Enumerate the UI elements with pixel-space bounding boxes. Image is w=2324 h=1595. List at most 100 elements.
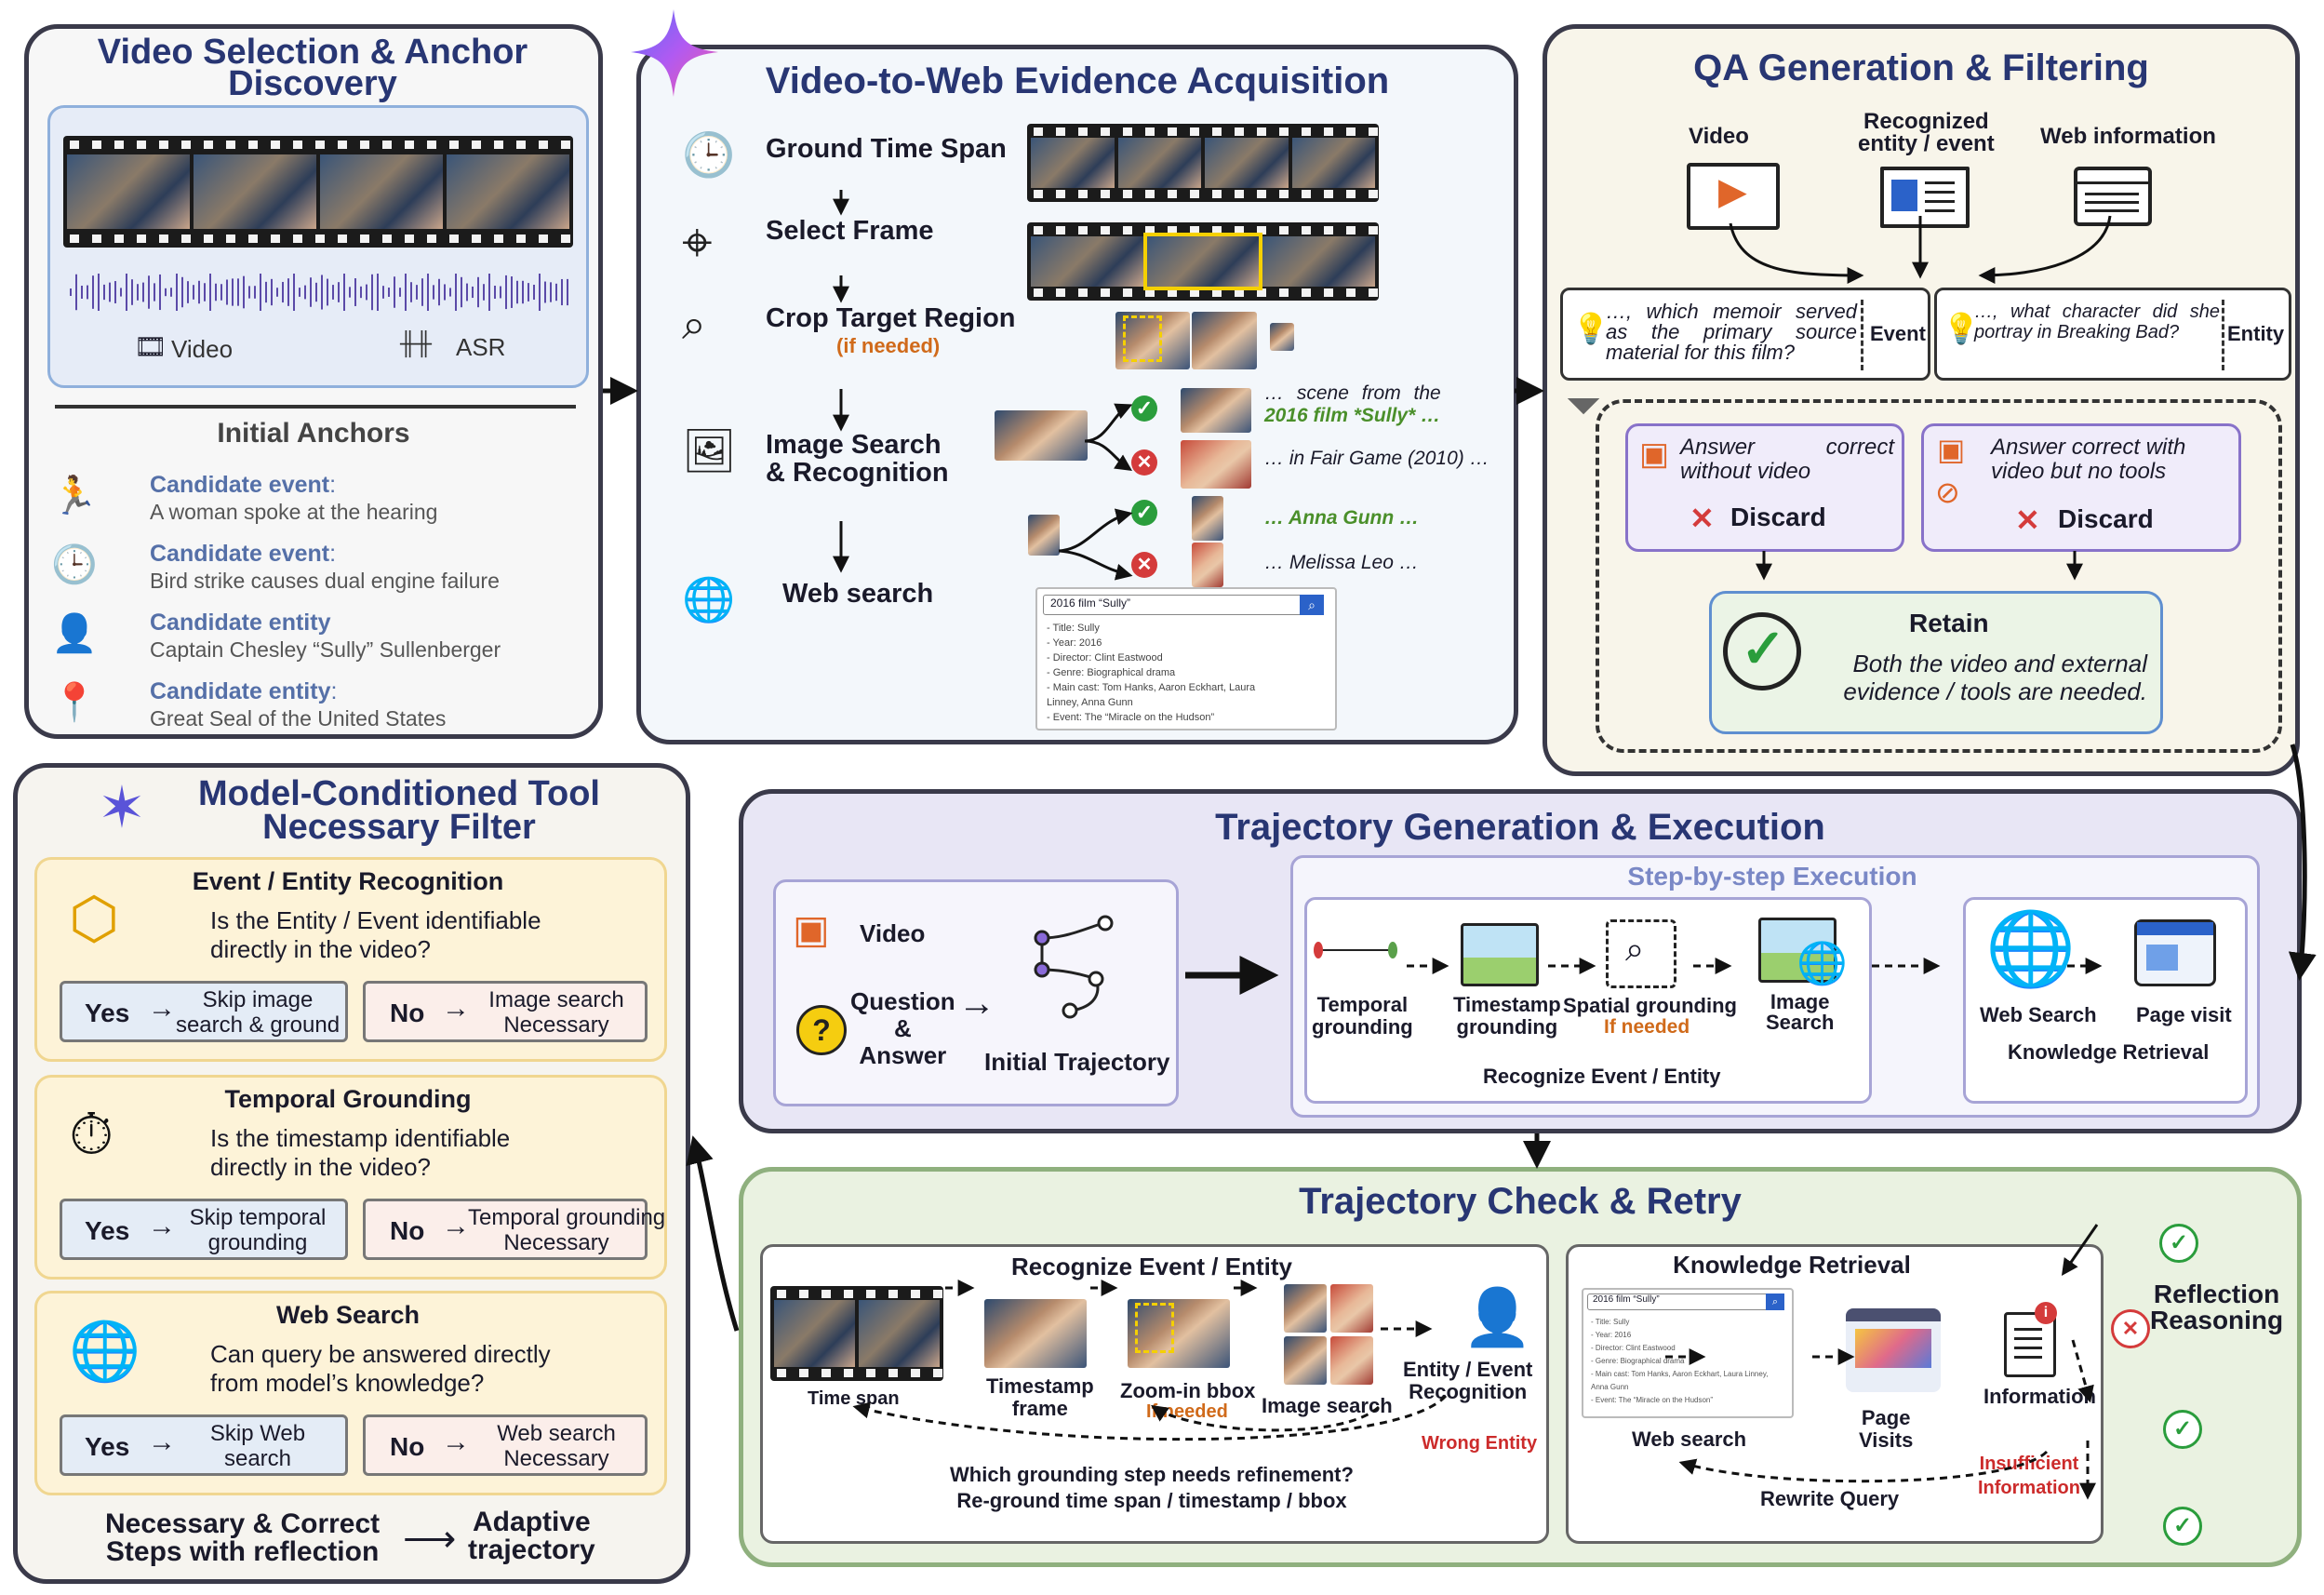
web-search-label: Web search bbox=[1632, 1427, 1747, 1451]
question-card-entity: 💡 …, what character did she portray in B… bbox=[1934, 288, 2291, 381]
page-visit-icon bbox=[1846, 1308, 1941, 1392]
question-entity-text: …, what character did she portray in Bre… bbox=[1974, 302, 2220, 342]
video-selection-title: Video Selection & Anchor Discovery bbox=[97, 33, 528, 103]
check-circle-icon: ✓ bbox=[1723, 612, 1801, 690]
image-search-label: Image search bbox=[1262, 1394, 1393, 1417]
reground-label: Re-ground time span / timestamp / bbox bbox=[956, 1489, 1347, 1512]
step-label: Ground Time Span bbox=[766, 134, 1007, 164]
step-image-search-label: Image Search bbox=[1766, 990, 1835, 1034]
clock-icon: 🕒 bbox=[51, 544, 98, 585]
source-web-label: Web information bbox=[2040, 124, 2216, 149]
image-search-icon: 🖼 bbox=[682, 426, 737, 475]
arrow-right: → bbox=[148, 1427, 176, 1457]
trajectory-generation-title: Trajectory Generation & Execution bbox=[1215, 807, 1825, 848]
time-span-label: Time span bbox=[808, 1388, 900, 1409]
lightbulb-icon: 💡 bbox=[1943, 312, 1980, 345]
cross-icon: ✕ bbox=[2015, 503, 2040, 537]
video-player-icon: ▶ bbox=[1687, 163, 1780, 230]
page-visit-icon bbox=[2134, 919, 2216, 986]
location-pin-icon: 📍 bbox=[51, 682, 98, 723]
time-span-filmstrip bbox=[1027, 124, 1379, 202]
search-query-text: 2016 film “Sully” bbox=[1593, 1294, 1660, 1305]
image-search-grid-1 bbox=[1284, 1284, 1327, 1333]
divider bbox=[55, 405, 576, 409]
check-icon-3: ✓ bbox=[2163, 1507, 2202, 1546]
recognize-label: Recognize Event / Entity bbox=[1483, 1065, 1721, 1088]
cross-icon: ✕ bbox=[2111, 1309, 2150, 1348]
asr-label: ASR bbox=[456, 333, 506, 361]
step-label: Web search bbox=[782, 579, 934, 609]
search-result-line: - Main cast: Tom Hanks, Aaron Eckhart, L… bbox=[1591, 1370, 1769, 1378]
search-result-line: - Director: Clint Eastwood bbox=[1047, 652, 1163, 663]
search-result-line: - Main cast: Tom Hanks, Aaron Eckhart, L… bbox=[1047, 682, 1256, 693]
arrow-right: → bbox=[148, 1211, 176, 1241]
result-sully-film: 2016 film *Sully* … bbox=[1264, 405, 1441, 426]
arrow-right: → bbox=[442, 993, 470, 1024]
anchor-text: Captain Chesley “Sully” Sullenberger bbox=[150, 637, 501, 662]
step-label: Image Search & Recognition bbox=[766, 430, 949, 488]
knowledge-retry-box: Knowledge Retrieval 2016 film “Sully” ⌕ … bbox=[1566, 1244, 2104, 1544]
check-icon-1: ✓ bbox=[2159, 1224, 2198, 1263]
discard-card-no-tools: ▣ ⊘ Answer correct with video but no too… bbox=[1921, 423, 2241, 552]
question-card-event: 💡 …, which memoir served as the primary … bbox=[1560, 288, 1930, 381]
filter-dashed-area bbox=[1596, 399, 2282, 753]
retain-title: Retain bbox=[1909, 609, 1989, 637]
yes-option: Yes→Skip Web search bbox=[60, 1414, 348, 1476]
web-search-result-card: 2016 film “Sully” ⌕ - Title: Sully- Year… bbox=[1582, 1288, 1794, 1418]
document-image-icon bbox=[1880, 167, 1970, 228]
no-option: No→Image search Necessary bbox=[363, 981, 648, 1042]
no-action: Web search Necessary bbox=[497, 1421, 616, 1471]
discard-no-tools-text: Answer correct with video but no tools bbox=[1991, 435, 2186, 484]
anchor-colon: : bbox=[329, 472, 337, 498]
globe-icon: 🌐 bbox=[682, 575, 736, 623]
video-player-icon: ▣ bbox=[1937, 433, 1966, 466]
tool-filter-title: Model-Conditioned Tool Necessary Filter bbox=[198, 774, 600, 847]
footer-arrow: ⟶ bbox=[403, 1519, 457, 1560]
zoom-if-needed: If needed bbox=[1146, 1401, 1228, 1422]
trajectory-check-title: Trajectory Check & Retry bbox=[1299, 1181, 1742, 1222]
clock-icon: 🕒 bbox=[682, 130, 736, 179]
anchor-text: A woman spoke at the hearing bbox=[150, 500, 438, 524]
image-search-icon: 🌐 bbox=[1758, 918, 1848, 986]
scan-focus-icon: ⌕ bbox=[1606, 919, 1676, 988]
question-event-text: …, which memoir served as the primary so… bbox=[1606, 300, 1857, 364]
step-execution-title: Step-by-step Execution bbox=[1627, 862, 1917, 891]
crop-focus-icon: ⌕ bbox=[682, 300, 706, 348]
arrow-right: → bbox=[148, 993, 176, 1024]
no-label: No bbox=[390, 999, 425, 1027]
video-label: Video bbox=[171, 335, 234, 363]
evidence-acquisition-panel: Video-to-Web Evidence Acquisition 🕒Groun… bbox=[636, 45, 1518, 744]
video-icon: 🎞 bbox=[134, 332, 167, 361]
zoom-bbox-outline bbox=[1135, 1303, 1174, 1353]
person-icon: 👤 bbox=[51, 613, 98, 654]
crop-result-thumb bbox=[1270, 323, 1294, 351]
web-search-label: Web Search bbox=[1980, 1003, 2097, 1026]
spatial-if-needed: If needed bbox=[1604, 1016, 1690, 1038]
image-picture-icon bbox=[1461, 923, 1539, 986]
information-doc-icon: i bbox=[2004, 1302, 2057, 1377]
running-person-icon: 🏃 bbox=[51, 476, 98, 516]
recognize-retry-title: Recognize Event / Entity bbox=[1011, 1253, 1292, 1280]
query-frame-thumb bbox=[995, 410, 1088, 461]
trajectory-check-panel: Trajectory Check & Retry Recognize Event… bbox=[739, 1167, 2302, 1567]
qa-generation-title: QA Generation & Filtering bbox=[1693, 47, 2149, 88]
step-timestamp-label: Timestamp grounding bbox=[1453, 993, 1561, 1039]
zoom-bbox-label: Zoom-in bbox bbox=[1120, 1379, 1256, 1402]
search-result-line: - Genre: Biographical drama bbox=[1047, 667, 1176, 678]
face-correct-icon: ✓ bbox=[1131, 500, 1157, 526]
step-execution-box: Step-by-step Execution ⌕ 🌐 Temporal grou… bbox=[1290, 855, 2260, 1118]
input-qa-label: Question & Answer bbox=[850, 987, 955, 1069]
no-label: No bbox=[390, 1216, 425, 1245]
anchor-label: Candidate entity: bbox=[150, 678, 338, 704]
filter-block-title: Event / Entity Recognition bbox=[192, 867, 504, 895]
time-span-filmstrip bbox=[770, 1286, 943, 1381]
video-selection-panel: Video Selection & Anchor Discovery 🎞 Vid… bbox=[24, 24, 603, 739]
zoom-bbox-thumb bbox=[1128, 1299, 1230, 1368]
yes-option: Yes→Skip image search & ground bbox=[60, 981, 348, 1042]
initial-input-box: ▣ Video ? Question & Answer → Initial Tr… bbox=[773, 879, 1179, 1106]
question-mark-icon: ? bbox=[796, 1005, 847, 1055]
tool-filter-panel: ✶ Model-Conditioned Tool Necessary Filte… bbox=[13, 763, 690, 1584]
search-button-icon[interactable]: ⌕ bbox=[1300, 595, 1324, 615]
search-button-icon[interactable]: ⌕ bbox=[1766, 1293, 1784, 1310]
